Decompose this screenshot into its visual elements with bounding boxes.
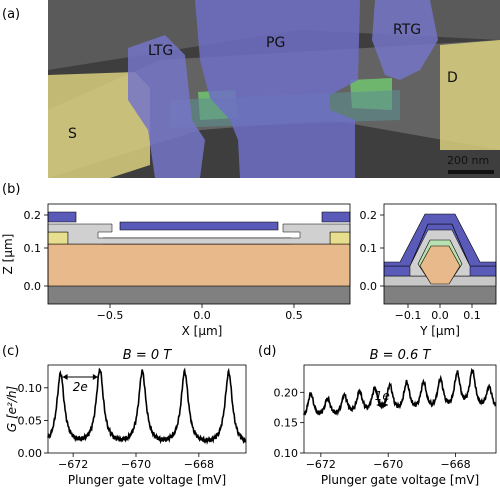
y-axis-label: G [e²/h]	[5, 386, 19, 433]
scalebar-label: 200 nm	[447, 154, 489, 167]
xtick: 0.5	[285, 309, 303, 322]
ytick: 0.2	[360, 209, 378, 222]
xtick: 0.0	[193, 309, 211, 322]
panel-label-b: (b)	[2, 182, 20, 197]
x-axis-label: Plunger gate voltage [mV]	[321, 473, 479, 487]
xtick: 0.0	[431, 309, 449, 322]
xtick: −0.5	[97, 309, 124, 322]
substrate-layer	[48, 286, 350, 304]
core-layer	[47, 243, 351, 287]
arrow-head	[62, 374, 68, 380]
x-tick-label: −672	[58, 458, 88, 471]
arrow-head	[382, 402, 388, 408]
sem-image: S D LTG PG RTG 200 nm	[48, 0, 500, 178]
ytick: 0.1	[24, 242, 42, 255]
y-tick-label: 0.20	[274, 386, 299, 399]
x-tick-label: −670	[373, 458, 403, 471]
arrow-head	[92, 374, 98, 380]
series-line	[47, 367, 247, 445]
source-contact	[48, 72, 150, 178]
plot-frame	[303, 364, 497, 454]
y-tick-label: 0.05	[18, 414, 43, 427]
x-tick-label: −672	[306, 458, 336, 471]
label-pg: PG	[266, 35, 285, 51]
chart-d: B = 0.6 T −672 −670 −668 0.10 0.15 0.20Plunger…	[274, 348, 497, 487]
arrow-head	[376, 402, 382, 408]
pg-layer	[119, 221, 279, 231]
plot-frame	[47, 364, 247, 454]
y-tick-label: 0.15	[274, 417, 299, 430]
y-axis-label: Z [µm]	[1, 234, 15, 275]
y-tick-label: 0.10	[274, 447, 299, 460]
y-tick-label: 0.10	[18, 382, 43, 395]
scalebar	[448, 170, 494, 174]
panel-label-c: (c)	[2, 344, 19, 359]
label-source: S	[68, 126, 77, 142]
x-tick-label: −670	[121, 458, 151, 471]
x-tick-label: −668	[184, 458, 214, 471]
ytick: 0.0	[24, 280, 42, 293]
ytick: 0.2	[24, 209, 42, 222]
ltg-gate	[128, 35, 205, 178]
chart-title: B = 0.6 T	[370, 348, 432, 363]
x-axis-label: Plunger gate voltage [mV]	[68, 473, 226, 487]
ytick: 0.1	[360, 242, 378, 255]
drain-contact	[440, 40, 500, 150]
label-rtg: RTG	[393, 22, 421, 38]
series-line	[303, 367, 497, 417]
xtick: 0.1	[463, 309, 481, 322]
cross-section-x: −0.5 0.0 0.5 0.0 0.1 0.2 X [µm] Z [µm]	[1, 203, 351, 338]
cross-section-y: −0.1 0.0 0.1 0.0 0.1 0.2 Y [µm]	[360, 203, 497, 338]
panel-label-d: (d)	[258, 344, 276, 359]
ytick: 0.0	[360, 280, 378, 293]
label-ltg: LTG	[148, 43, 173, 59]
x-tick-label: −668	[440, 458, 470, 471]
annotation-label: 1e	[375, 389, 390, 403]
panel-label-a: (a)	[2, 7, 20, 22]
rtg-gate	[372, 0, 438, 80]
x-axis-label: Y [µm]	[419, 324, 460, 338]
label-drain: D	[447, 70, 458, 86]
pg-gate	[195, 0, 360, 178]
y-tick-label: 0.00	[18, 447, 43, 460]
annotation-label: 2e	[73, 380, 88, 394]
xtick: −0.1	[395, 309, 422, 322]
x-axis-label: X [µm]	[182, 324, 223, 338]
chart-title: B = 0 T	[123, 348, 172, 363]
